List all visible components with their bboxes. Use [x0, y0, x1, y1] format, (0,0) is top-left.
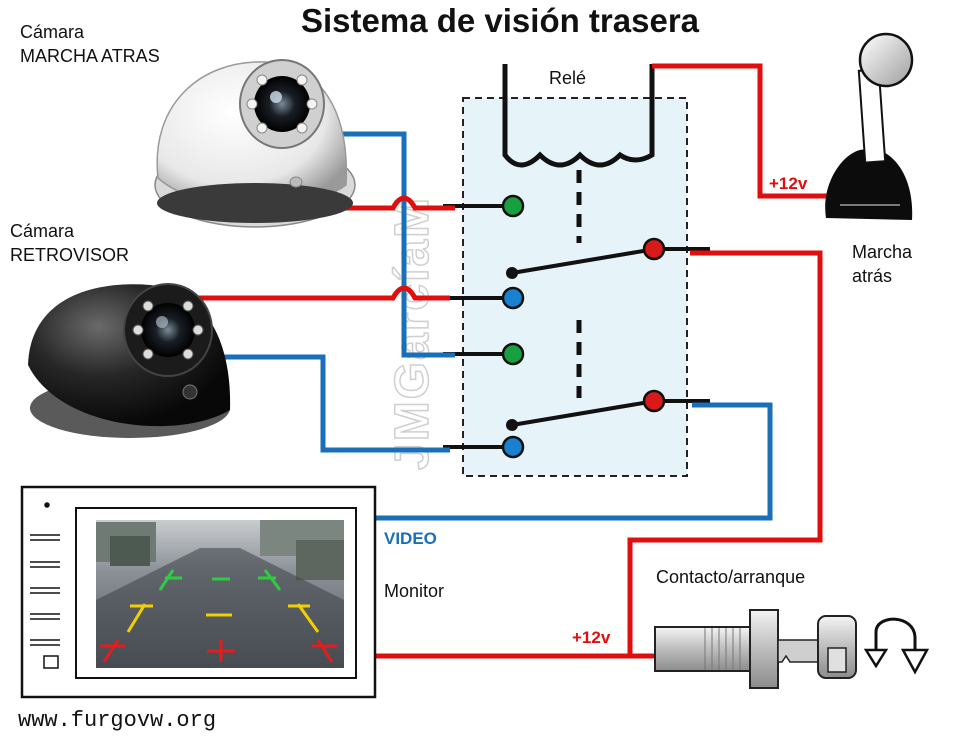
label-reverse-gear-line2: atrás: [852, 266, 893, 286]
watermark: JMGarcíaM: [385, 195, 440, 471]
label-camera-mirror: Cámara RETROVISOR: [10, 219, 129, 267]
label-camera-rear-line1: Cámara: [20, 22, 85, 42]
label-reverse-gear: Marcha atrás: [852, 240, 912, 288]
label-plus12-bottom: +12v: [572, 628, 611, 647]
rotate-arrow-icon: [863, 617, 930, 675]
contact-red-top: [642, 237, 666, 261]
label-camera-rear: Cámara MARCHA ATRAS: [20, 20, 160, 68]
ignition-key-icon: [654, 609, 857, 689]
label-camera-mirror-line1: Cámara: [10, 221, 75, 241]
dome-camera-white-icon: [154, 59, 356, 228]
label-camera-mirror-line2: RETROVISOR: [10, 245, 130, 265]
wire-video: [374, 402, 773, 521]
svg-text:JMGarcíaM: JMGarcíaM: [386, 196, 439, 470]
contact-red-bottom: [642, 389, 666, 413]
switch-pivot-top: [506, 267, 518, 279]
relay-coil: [502, 64, 655, 168]
gear-shift-lever-icon: [825, 32, 914, 220]
label-ignition: Contacto/arranque: [656, 567, 806, 587]
label-reverse-gear-line1: Marcha: [852, 242, 913, 262]
wire-relay-power: [627, 250, 823, 656]
monitor-screen-icon: [20, 485, 377, 699]
label-website: www.furgovw.org: [18, 708, 217, 733]
label-plus12-top: +12v: [769, 174, 808, 193]
contact-green-bottom: [501, 342, 525, 366]
wire-camera-mirror-video: [215, 354, 450, 453]
contact-green-top: [501, 194, 525, 218]
diagram-title: Sistema de visión trasera: [300, 2, 700, 39]
contact-blue-top: [501, 286, 525, 310]
wire-camera-mirror-power: [175, 285, 450, 301]
dome-camera-black-icon: [28, 283, 231, 438]
contact-blue-bottom: [501, 435, 525, 459]
wire-relay-to-reverse-switch: [652, 63, 835, 199]
switch-pivot-bottom: [506, 419, 518, 431]
label-monitor: Monitor: [384, 581, 445, 601]
label-camera-rear-line2: MARCHA ATRAS: [20, 46, 160, 66]
label-relay: Relé: [549, 68, 587, 88]
label-video: VIDEO: [384, 529, 437, 548]
wire-camera-rear-video: [330, 131, 455, 358]
wire-camera-rear-power: [330, 195, 455, 211]
